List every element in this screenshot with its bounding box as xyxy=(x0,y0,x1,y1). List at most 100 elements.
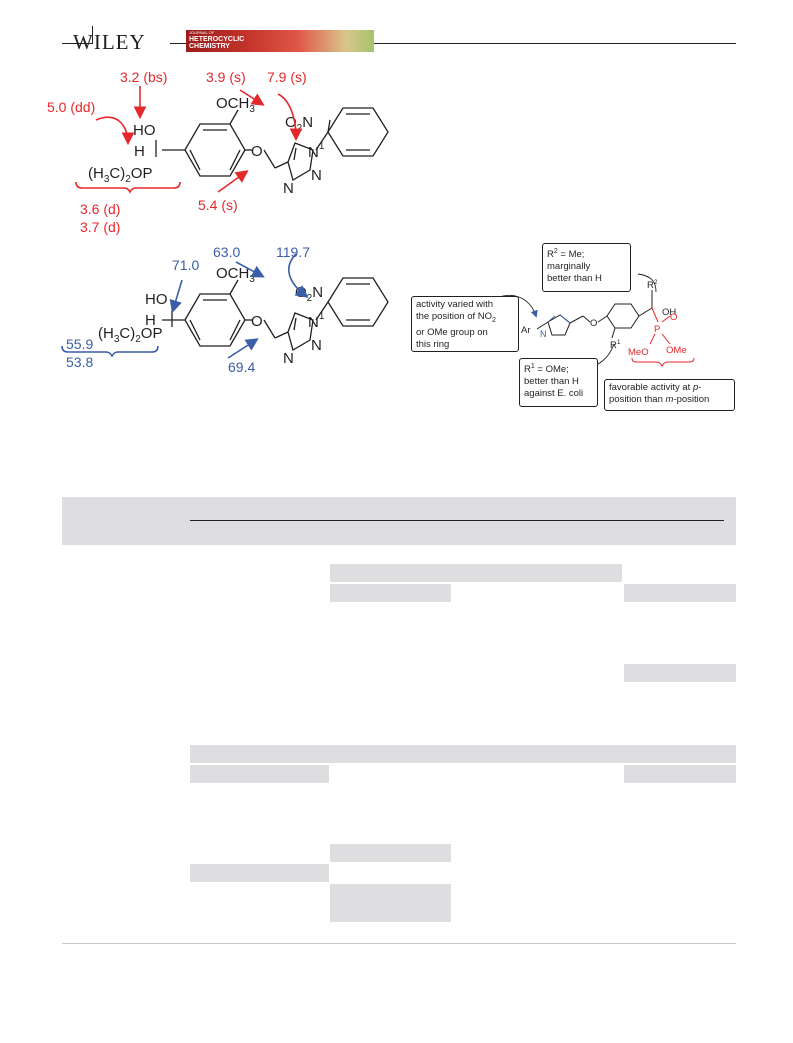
svg-text:(H3C)2OP: (H3C)2OP xyxy=(98,325,162,345)
sar-box-pos-p: p xyxy=(692,382,699,393)
sar-po-label: O xyxy=(670,312,677,323)
triazole-n3-label-2: N xyxy=(283,350,294,367)
phosphonate-label-mid-2: C) xyxy=(119,325,135,342)
triazole-n1-locant-2: 1 xyxy=(319,311,325,322)
publisher-logo: WILEY xyxy=(73,30,146,54)
sar-box-r2-text: = Me; xyxy=(557,249,585,261)
methoxy-label-2: OCH xyxy=(216,265,249,282)
journal-line-3: CHEMISTRY xyxy=(189,43,230,50)
triazole-n2-label-2: N xyxy=(311,337,322,354)
triazole-n1-label-2: N xyxy=(308,314,319,331)
sar-ome-label: OMe xyxy=(666,345,687,356)
sar-box-pos-2b: -position xyxy=(673,394,710,405)
sar-ether-o-label: O xyxy=(590,318,597,329)
table-shade xyxy=(624,664,736,682)
sar-triazole-n-label: N xyxy=(540,329,547,339)
journal-banner: JOURNAL OF HETEROCYCLIC CHEMISTRY xyxy=(186,30,374,52)
triazole-n2-label: N xyxy=(311,167,322,184)
phosphonate-label-post: OP xyxy=(131,165,153,182)
sar-box-r2-sup: 2 xyxy=(553,248,558,255)
sar-box-r1: R1 = OMe; better than H against E. coli xyxy=(519,358,598,407)
phosphonate-sub-3: 3 xyxy=(104,174,110,185)
methoxy-label: OCH xyxy=(216,95,249,112)
shift-och3-label: 3.9 (s) xyxy=(206,69,246,85)
shift-dd-label: 5.0 (dd) xyxy=(47,99,95,115)
phosphonate-sub-2-2: 2 xyxy=(135,334,141,345)
sar-box-r1-text: = OMe; xyxy=(534,364,569,376)
sar-box-ring: activity varied with the position of NO2… xyxy=(411,296,519,352)
hydrogen-label: H xyxy=(134,143,145,160)
phosphonate-label-pre-2: (H xyxy=(98,325,114,342)
sar-r1-sup: 1 xyxy=(617,339,621,346)
sar-meo-label: MeO xyxy=(628,347,649,358)
sar-box-ring-line2: the position of NO xyxy=(416,311,493,322)
table-bottom-rule xyxy=(62,943,736,944)
svg-text:R1: R1 xyxy=(610,339,621,351)
table-shade xyxy=(190,745,736,763)
table-header-rule xyxy=(190,520,724,521)
header-rule-mid xyxy=(170,43,186,44)
nitro-subscript-2: 2 xyxy=(307,293,313,304)
header-tick xyxy=(92,26,93,44)
sar-p-label: P xyxy=(654,324,660,335)
nitro-label-n: N xyxy=(302,114,313,131)
ether-oxygen-label: O xyxy=(251,143,263,160)
table-shade xyxy=(330,584,451,602)
shift-ch2-label: 5.4 (s) xyxy=(198,197,238,213)
svg-text:N1: N1 xyxy=(308,141,325,161)
sar-box-r1-line3: against E. coli xyxy=(524,388,584,400)
hydrogen-label-2: H xyxy=(145,312,156,329)
sar-box-r2-line3: better than H xyxy=(547,273,602,285)
sar-box-r1-sup: 1 xyxy=(530,363,535,370)
sar-r2-label: R xyxy=(647,280,654,291)
header-rule-right xyxy=(374,43,736,44)
sar-box-pos-2a: position than xyxy=(609,394,666,405)
sar-box-r2-r: R xyxy=(547,249,554,261)
shift-bs-label: 3.2 (bs) xyxy=(120,69,167,85)
sar-box-ring-line3: or OMe group on xyxy=(416,326,488,338)
ether-oxygen-label-2: O xyxy=(251,313,263,330)
phosphonate-sub-2: 2 xyxy=(125,174,131,185)
header-rule-left xyxy=(62,43,92,44)
phosphonate-sub-3-2: 3 xyxy=(114,334,120,345)
table-shade xyxy=(330,884,451,922)
shift-d2-label: 3.7 (d) xyxy=(80,219,120,235)
sar-box-r2-line2: marginally xyxy=(547,261,591,273)
c13-choh-label: 71.0 xyxy=(172,257,199,273)
svg-text:OCH3: OCH3 xyxy=(216,95,255,115)
sar-oh-label: OH xyxy=(662,307,676,318)
sar-box-pos-m: m xyxy=(665,394,674,405)
shift-triazole-label: 7.9 (s) xyxy=(267,69,307,85)
journal-line-2: HETEROCYCLIC xyxy=(189,36,245,43)
methoxy-subscript-2: 3 xyxy=(249,274,255,285)
structure-13c-nmr: HO H OCH3 O O2N N1 N N (H3C)2OP 71.0 63.… xyxy=(61,244,389,375)
sar-box-position: favorable activity at p- position than m… xyxy=(604,379,735,411)
svg-text:OCH3: OCH3 xyxy=(216,265,255,285)
c13-ch2-label: 69.4 xyxy=(228,359,255,375)
sar-box-ring-line4: this ring xyxy=(416,338,450,350)
table-shade xyxy=(190,765,329,783)
sar-diagram: Ar N O R1 R2 OH P O MeO OMe xyxy=(487,273,695,371)
c13-ome1-label: 55.9 xyxy=(66,336,93,352)
svg-text:N1: N1 xyxy=(308,311,325,331)
c13-triazole-label: 119.7 xyxy=(276,244,310,260)
hydroxyl-label-2: HO xyxy=(145,291,168,308)
phosphonate-label-post-2: OP xyxy=(141,325,163,342)
triazole-n1-label: N xyxy=(308,144,319,161)
phosphonate-label-mid: C) xyxy=(109,165,125,182)
svg-text:O2N: O2N xyxy=(295,284,323,304)
triazole-n3-label: N xyxy=(283,180,294,197)
sar-box-pos-1b: - xyxy=(698,382,702,393)
sar-r2-sup: 2 xyxy=(654,279,658,286)
table-header xyxy=(62,497,736,545)
svg-text:(H3C)2OP: (H3C)2OP xyxy=(88,165,152,185)
sar-box-r1-r: R xyxy=(524,364,531,376)
sar-box-ring-line1: activity varied with xyxy=(416,299,494,310)
phosphonate-label-pre: (H xyxy=(88,165,104,182)
c13-och3-label: 63.0 xyxy=(213,244,240,260)
nitro-label-o: O xyxy=(285,114,297,131)
triazole-n1-locant: 1 xyxy=(319,141,325,152)
table-shade xyxy=(624,584,736,602)
sar-box-r1-line2: better than H xyxy=(524,376,579,388)
sar-ar-label: Ar xyxy=(521,325,531,336)
